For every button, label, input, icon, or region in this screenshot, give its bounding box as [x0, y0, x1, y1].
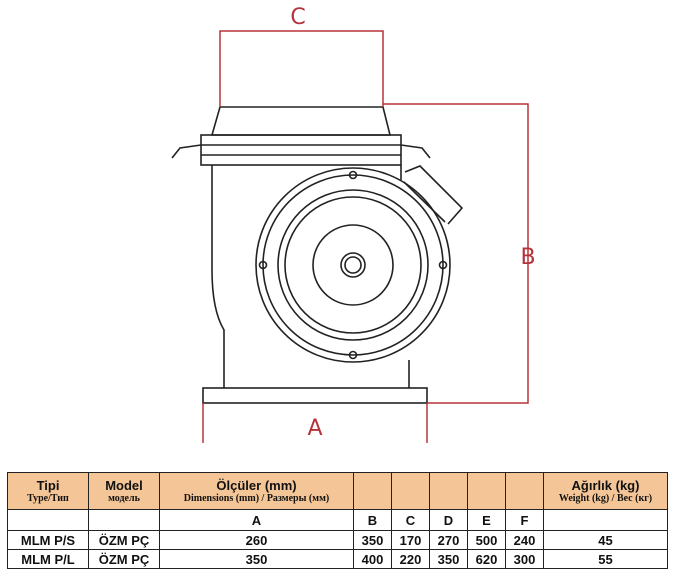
header-dimensions: Ölçüler (mm) Dimensions (mm) / Размеры (… — [159, 472, 354, 510]
cell-c: 170 — [391, 530, 430, 550]
table-column-row: A B C D E F — [7, 509, 668, 531]
header-empty — [429, 472, 468, 510]
dimension-lines — [202, 30, 529, 443]
cell-a: 260 — [159, 530, 354, 550]
table-row: MLM P/L ÖZM PÇ 350 400 220 350 620 300 5… — [7, 549, 668, 569]
cell-d: 350 — [429, 549, 468, 569]
cell-weight: 45 — [543, 530, 668, 550]
header-empty — [505, 472, 544, 510]
table-row: MLM P/S ÖZM PÇ 260 350 170 270 500 240 4… — [7, 530, 668, 550]
column-e: E — [467, 509, 506, 531]
header-type: Tipi Type/Тип — [7, 472, 89, 510]
table-header-row: Tipi Type/Тип Model модель Ölçüler (mm) … — [7, 472, 668, 510]
header-weight: Ağırlık (kg) Weight (kg) / Вес (кг) — [543, 472, 668, 510]
cell-c: 220 — [391, 549, 430, 569]
dimension-label-a: A — [307, 416, 322, 441]
header-model: Model модель — [88, 472, 160, 510]
cell-weight: 55 — [543, 549, 668, 569]
cell-f: 300 — [505, 549, 544, 569]
header-empty — [353, 472, 392, 510]
cell-type: MLM P/L — [7, 549, 89, 569]
pump-technical-drawing: C B A — [171, 5, 536, 443]
cell-model: ÖZM PÇ — [88, 530, 160, 550]
cell-b: 350 — [353, 530, 392, 550]
column-f: F — [505, 509, 544, 531]
cell-d: 270 — [429, 530, 468, 550]
cell-f: 240 — [505, 530, 544, 550]
pump-outline — [171, 106, 464, 404]
cell-e: 500 — [467, 530, 506, 550]
dimension-label-c: C — [290, 5, 305, 30]
cell-a: 350 — [159, 549, 354, 569]
cell-type: MLM P/S — [7, 530, 89, 550]
column-b: B — [353, 509, 392, 531]
column-a: A — [159, 509, 354, 531]
column-c: C — [391, 509, 430, 531]
cell-model: ÖZM PÇ — [88, 549, 160, 569]
specification-table: Tipi Type/Тип Model модель Ölçüler (mm) … — [7, 472, 668, 569]
header-empty — [391, 472, 430, 510]
header-empty — [467, 472, 506, 510]
cell-e: 620 — [467, 549, 506, 569]
column-d: D — [429, 509, 468, 531]
cell-b: 400 — [353, 549, 392, 569]
dimension-label-b: B — [520, 245, 535, 270]
